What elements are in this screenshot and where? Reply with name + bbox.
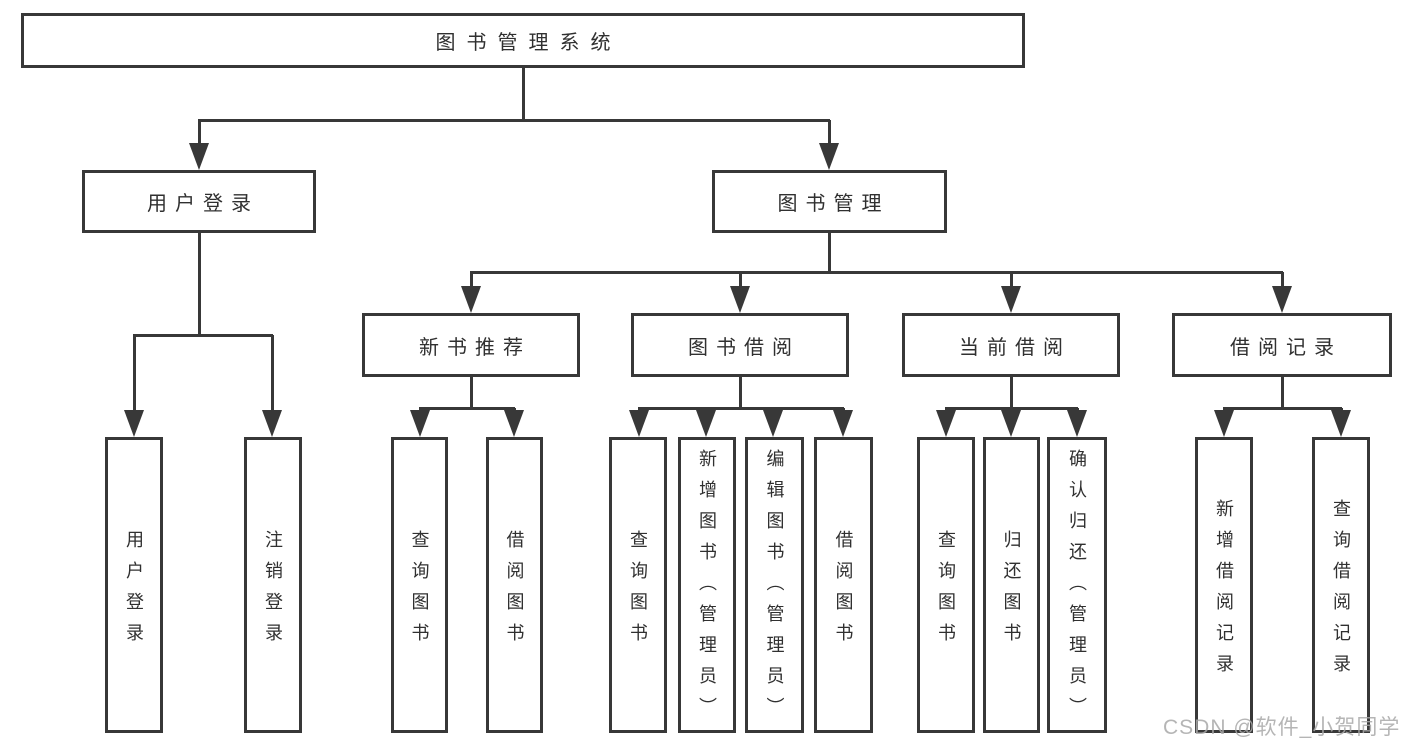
connector-drop	[739, 272, 742, 291]
arrow-down-icon	[696, 410, 716, 437]
leaf-current-query-book: 查询图书	[917, 437, 975, 733]
arrow-down-icon	[504, 410, 524, 437]
leaf-recommend-query-book-label: 查询图书	[409, 529, 430, 654]
node-book-management-system: 图书管理系统	[21, 13, 1025, 68]
leaf-records-add-record: 新增借阅记录	[1195, 437, 1253, 733]
arrow-down-icon	[730, 286, 750, 313]
arrow-down-icon	[1001, 286, 1021, 313]
connector-bus	[198, 119, 830, 122]
node-new-book-recommend: 新书推荐	[362, 313, 580, 377]
leaf-records-query-record: 查询借阅记录	[1312, 437, 1370, 733]
connector-stem	[828, 233, 831, 272]
arrow-down-icon	[936, 410, 956, 437]
connector-drop	[1010, 272, 1013, 291]
node-book-management-label: 图书管理	[777, 193, 890, 215]
connector-bus	[1223, 407, 1342, 410]
connector-drop	[271, 335, 274, 415]
node-borrow-records: 借阅记录	[1172, 313, 1392, 377]
connector-stem	[739, 377, 742, 408]
arrow-down-icon	[262, 410, 282, 437]
node-current-borrow-label: 当前借阅	[959, 336, 1071, 359]
connector-bus	[419, 407, 515, 410]
connector-bus	[638, 407, 844, 410]
leaf-borrow-query-book-label: 查询图书	[628, 529, 648, 654]
arrow-down-icon	[763, 410, 783, 437]
leaf-user-login-label: 用户登录	[124, 529, 144, 654]
csdn-watermark: CSDN @软件_小贺同学	[1163, 716, 1401, 739]
leaf-recommend-borrow-book: 借阅图书	[486, 437, 543, 733]
connector-drop	[1281, 272, 1284, 291]
leaf-borrow-borrow-book: 借阅图书	[814, 437, 873, 733]
arrow-down-icon	[1272, 286, 1292, 313]
leaf-user-login: 用户登录	[105, 437, 163, 733]
connector-bus	[133, 334, 273, 337]
connector-drop	[470, 272, 473, 291]
node-user-login-label: 用户登录	[147, 193, 259, 215]
leaf-borrow-query-book: 查询图书	[609, 437, 667, 733]
connector-drop	[133, 335, 136, 415]
leaf-current-return-book-label: 归还图书	[1001, 529, 1022, 654]
connector-stem	[470, 377, 473, 408]
arrow-down-icon	[833, 410, 853, 437]
arrow-down-icon	[124, 410, 144, 437]
arrow-down-icon	[819, 143, 839, 170]
leaf-current-query-book-label: 查询图书	[936, 529, 956, 654]
leaf-borrow-add-book-admin-label: 新增图书（管理员）	[697, 449, 717, 728]
arrow-down-icon	[1331, 410, 1351, 437]
arrow-down-icon	[461, 286, 481, 313]
leaf-recommend-query-book: 查询图书	[391, 437, 448, 733]
leaf-borrow-edit-book-admin: 编辑图书（管理员）	[745, 437, 804, 733]
arrow-down-icon	[1001, 410, 1021, 437]
node-book-borrow-label: 图书借阅	[688, 336, 800, 359]
leaf-current-confirm-return-admin: 确认归还（管理员）	[1047, 437, 1107, 733]
node-book-management: 图书管理	[712, 170, 947, 233]
leaf-current-return-book: 归还图书	[983, 437, 1040, 733]
node-new-book-recommend-label: 新书推荐	[419, 336, 531, 359]
node-user-login: 用户登录	[82, 170, 316, 233]
arrow-down-icon	[189, 143, 209, 170]
connector-drop	[198, 120, 201, 148]
node-current-borrow: 当前借阅	[902, 313, 1120, 377]
leaf-logout: 注销登录	[244, 437, 302, 733]
connector-stem	[198, 233, 201, 335]
leaf-logout-label: 注销登录	[263, 529, 283, 654]
node-book-borrow: 图书借阅	[631, 313, 849, 377]
leaf-borrow-add-book-admin: 新增图书（管理员）	[678, 437, 736, 733]
arrow-down-icon	[1067, 410, 1087, 437]
arrow-down-icon	[410, 410, 430, 437]
connector-stem	[1281, 377, 1284, 408]
connector-drop	[828, 120, 831, 148]
leaf-records-add-record-label: 新增借阅记录	[1214, 498, 1234, 685]
node-book-management-system-label: 图书管理系统	[435, 32, 622, 54]
connector-stem	[522, 68, 525, 120]
leaf-records-query-record-label: 查询借阅记录	[1331, 498, 1351, 685]
arrow-down-icon	[1214, 410, 1234, 437]
node-borrow-records-label: 借阅记录	[1230, 336, 1342, 359]
leaf-borrow-edit-book-admin-label: 编辑图书（管理员）	[764, 449, 785, 728]
leaf-current-confirm-return-admin-label: 确认归还（管理员）	[1067, 449, 1087, 728]
leaf-borrow-borrow-book-label: 借阅图书	[833, 529, 854, 654]
connector-bus	[470, 271, 1283, 274]
connector-stem	[1010, 377, 1013, 408]
leaf-recommend-borrow-book-label: 借阅图书	[504, 529, 525, 654]
arrow-down-icon	[629, 410, 649, 437]
